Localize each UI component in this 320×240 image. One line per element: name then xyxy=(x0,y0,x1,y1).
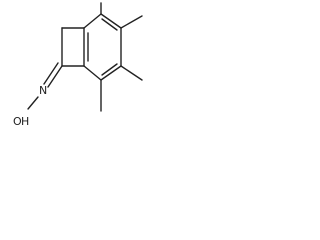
bond-ar-4-double xyxy=(101,63,118,76)
bond-n-o xyxy=(27,96,39,110)
bond-c-n xyxy=(47,65,63,88)
bond-ar-1 xyxy=(83,13,102,29)
methyl-bond-lower-right xyxy=(120,65,143,81)
bond-ar-4 xyxy=(100,65,122,81)
molecule-diagram: N O H xyxy=(13,2,143,128)
bond-ar-5 xyxy=(83,65,102,81)
nitrogen-label: N xyxy=(39,84,47,97)
bond-c-n-double xyxy=(43,62,59,85)
methyl-bond-upper-right xyxy=(120,15,143,29)
oxygen-label: O xyxy=(13,115,22,128)
hydrogen-label: H xyxy=(21,115,29,128)
bond-ar-2-double xyxy=(101,18,118,31)
bond-ar-2 xyxy=(100,13,122,29)
